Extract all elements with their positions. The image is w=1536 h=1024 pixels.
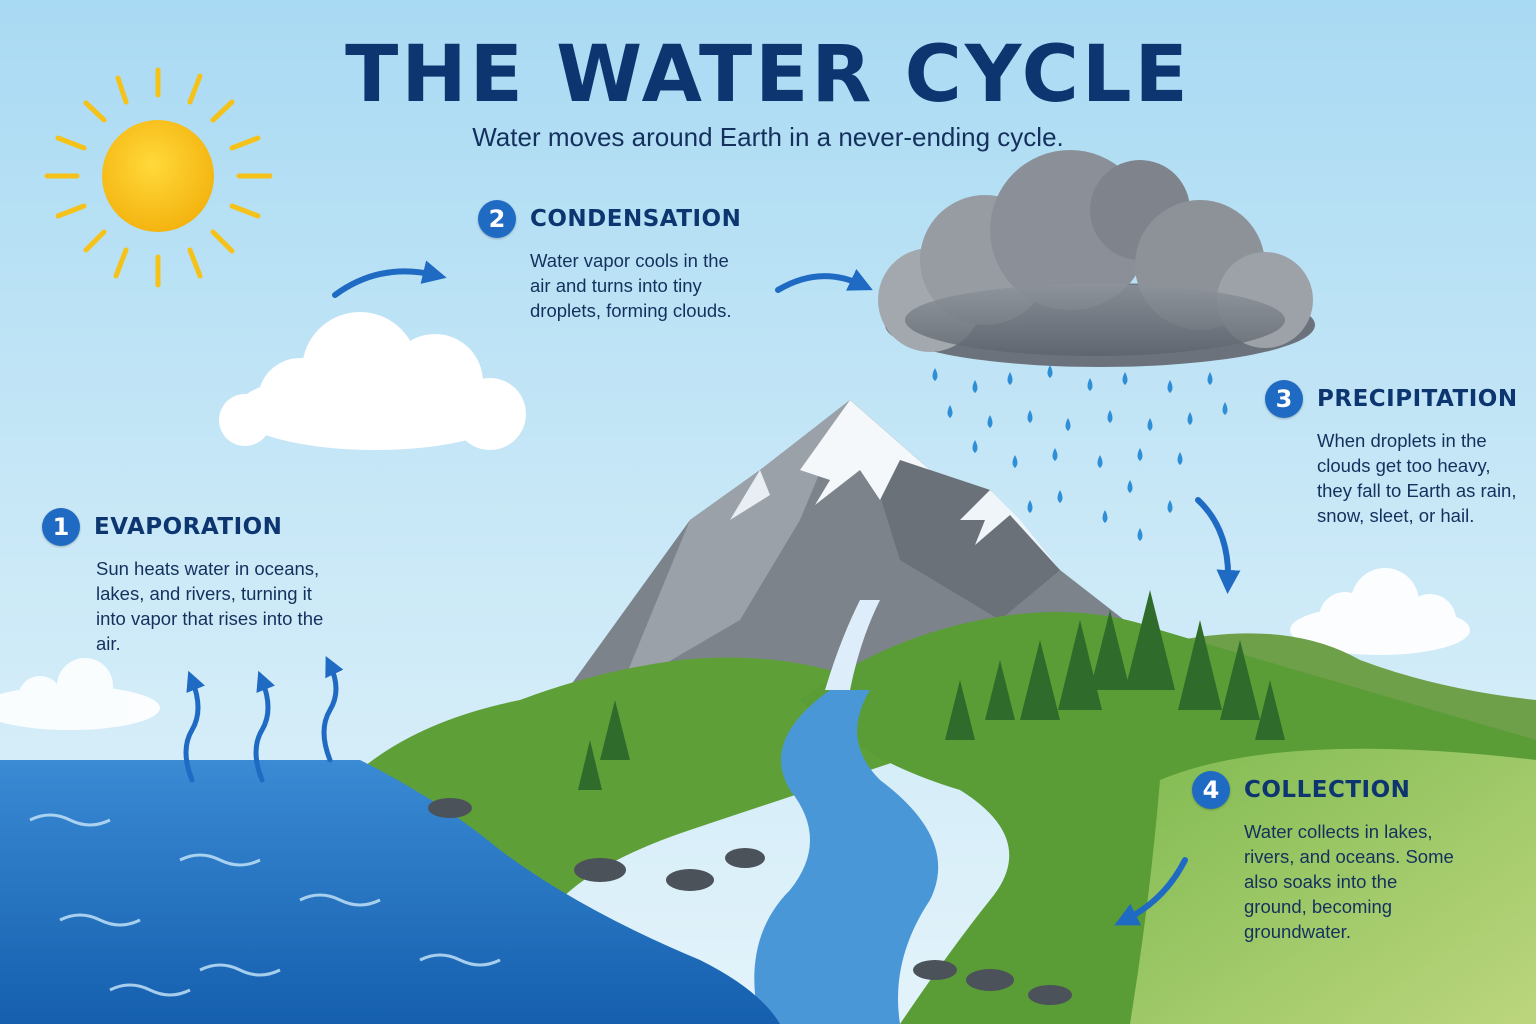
step-evaporation: 1 EVAPORATION Sun heats water in oceans,…: [42, 508, 332, 656]
step-description: Water vapor cools in the air and turns i…: [530, 248, 750, 323]
step-number-badge: 1: [42, 508, 80, 546]
step-number-badge: 3: [1265, 380, 1303, 418]
page-subtitle: Water moves around Earth in a never-endi…: [0, 122, 1536, 153]
step-title: EVAPORATION: [94, 514, 282, 540]
step-description: Water collects in lakes, rivers, and oce…: [1244, 819, 1464, 944]
page-title: THE WATER CYCLE: [0, 30, 1536, 120]
step-collection: 4 COLLECTION Water collects in lakes, ri…: [1192, 771, 1482, 944]
step-description: When droplets in the clouds get too heav…: [1317, 428, 1517, 528]
step-description: Sun heats water in oceans, lakes, and ri…: [96, 556, 326, 656]
step-condensation: 2 CONDENSATION Water vapor cools in the …: [478, 200, 768, 323]
step-number-badge: 4: [1192, 771, 1230, 809]
step-title: CONDENSATION: [530, 206, 741, 232]
step-title: PRECIPITATION: [1317, 386, 1518, 412]
step-title: COLLECTION: [1244, 777, 1410, 803]
step-precipitation: 3 PRECIPITATION When droplets in the clo…: [1265, 380, 1525, 528]
step-number-badge: 2: [478, 200, 516, 238]
